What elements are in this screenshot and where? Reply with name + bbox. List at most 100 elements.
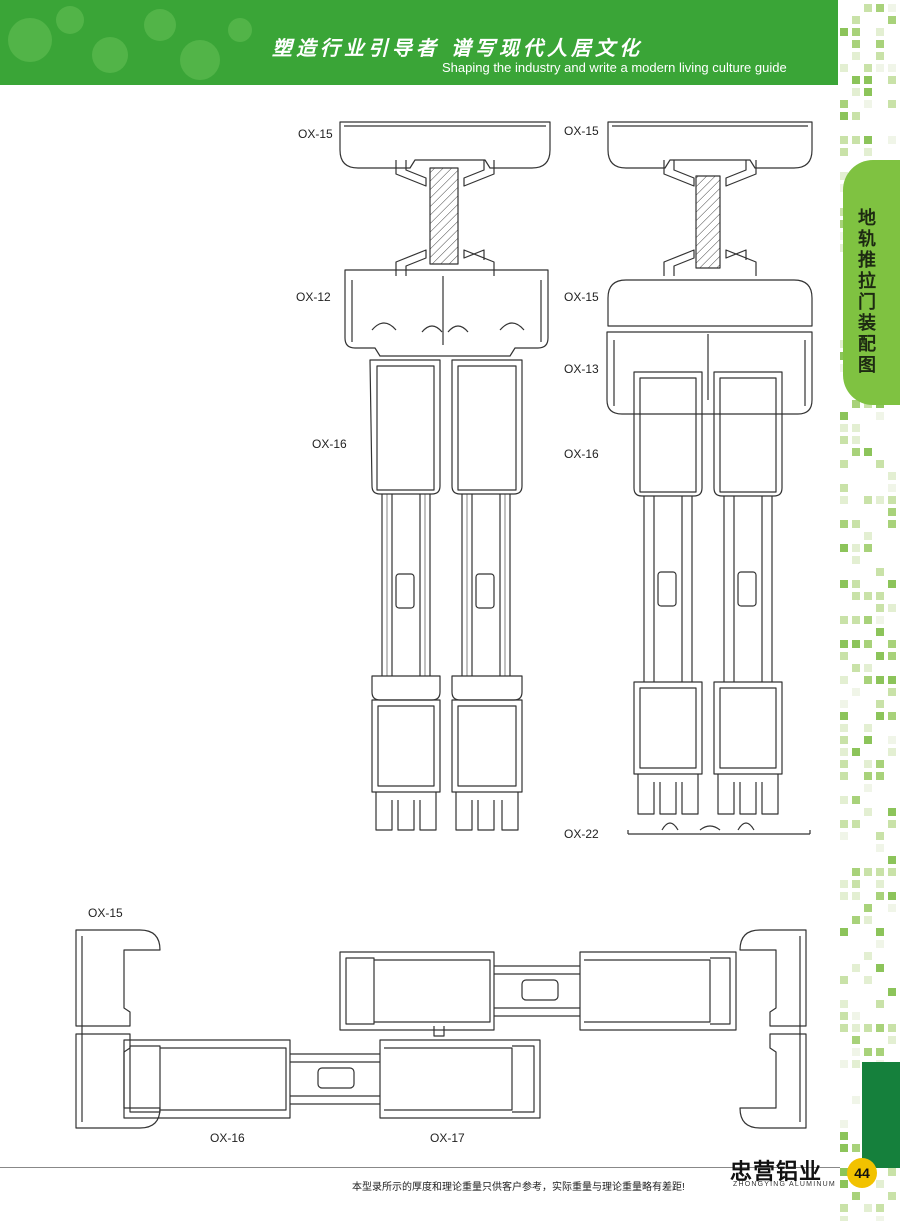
mosaic-cell <box>852 1096 860 1104</box>
mosaic-cell <box>852 424 860 432</box>
mosaic-cell <box>840 1024 848 1032</box>
mosaic-cell <box>852 520 860 528</box>
mosaic-cell <box>864 916 872 924</box>
mosaic-cell <box>888 4 896 12</box>
mosaic-cell <box>888 676 896 684</box>
mosaic-cell <box>888 892 896 900</box>
profile-label: OX-15 <box>564 290 599 304</box>
profile-label: OX-22 <box>564 827 599 841</box>
mosaic-cell <box>876 64 884 72</box>
mosaic-cell <box>876 496 884 504</box>
mosaic-cell <box>864 808 872 816</box>
mosaic-cell <box>840 100 848 108</box>
mosaic-cell <box>888 820 896 828</box>
mosaic-cell <box>840 1000 848 1008</box>
mosaic-cell <box>852 916 860 924</box>
mosaic-cell <box>864 592 872 600</box>
mosaic-cell <box>888 904 896 912</box>
mosaic-cell <box>888 868 896 876</box>
disclaimer-text: 本型录所示的厚度和理论重量只供客户参考，实际重量与理论重量略有差距! <box>352 1182 685 1193</box>
mosaic-cell <box>852 820 860 828</box>
mosaic-cell <box>876 592 884 600</box>
mosaic-cell <box>852 76 860 84</box>
mosaic-cell <box>852 580 860 588</box>
mosaic-cell <box>876 460 884 468</box>
mosaic-cell <box>840 1144 848 1152</box>
mosaic-cell <box>864 724 872 732</box>
mosaic-cell <box>840 652 848 660</box>
mosaic-cell <box>864 532 872 540</box>
mosaic-cell <box>888 496 896 504</box>
mosaic-cell <box>888 712 896 720</box>
mosaic-cell <box>876 52 884 60</box>
mosaic-cell <box>840 580 848 588</box>
mosaic-cell <box>852 1024 860 1032</box>
mosaic-cell <box>876 928 884 936</box>
mosaic-cell <box>852 436 860 444</box>
mosaic-cell <box>840 892 848 900</box>
mosaic-cell <box>840 1012 848 1020</box>
mosaic-cell <box>840 820 848 828</box>
mosaic-cell <box>888 688 896 696</box>
mosaic-cell <box>876 568 884 576</box>
mosaic-cell <box>852 544 860 552</box>
mosaic-cell <box>852 28 860 36</box>
mosaic-cell <box>852 112 860 120</box>
slogan-chinese: 塑造行业引导者 谱写现代人居文化 <box>272 36 643 60</box>
mosaic-cell <box>864 736 872 744</box>
mosaic-cell <box>876 4 884 12</box>
header-band: 塑造行业引导者 谱写现代人居文化 Shaping the industry an… <box>0 0 838 85</box>
mosaic-cell <box>852 400 860 408</box>
mosaic-cell <box>852 1060 860 1068</box>
mosaic-cell <box>852 748 860 756</box>
mosaic-cell <box>852 616 860 624</box>
mosaic-cell <box>840 1120 848 1128</box>
mosaic-cell <box>864 448 872 456</box>
mosaic-cell <box>852 136 860 144</box>
mosaic-cell <box>840 676 848 684</box>
mosaic-cell <box>888 64 896 72</box>
mosaic-cell <box>876 1216 884 1221</box>
mosaic-cell <box>876 40 884 48</box>
side-color-block <box>862 1062 900 1168</box>
mosaic-cell <box>840 544 848 552</box>
mosaic-cell <box>852 1036 860 1044</box>
mosaic-cell <box>840 496 848 504</box>
mosaic-cell <box>852 664 860 672</box>
mosaic-cell <box>840 640 848 648</box>
mosaic-cell <box>888 748 896 756</box>
mosaic-cell <box>840 736 848 744</box>
side-tab-title: 地轨推拉门装配图 <box>858 208 876 375</box>
mosaic-cell <box>888 1168 896 1176</box>
profile-label: OX-15 <box>298 127 333 141</box>
mosaic-cell <box>840 484 848 492</box>
footer-rule <box>0 1167 840 1168</box>
mosaic-cell <box>864 148 872 156</box>
mosaic-cell <box>840 880 848 888</box>
slogan-english: Shaping the industry and write a modern … <box>442 60 787 75</box>
profile-label: OX-17 <box>430 1131 465 1145</box>
mosaic-cell <box>888 100 896 108</box>
mosaic-cell <box>840 712 848 720</box>
left-vertical-assembly <box>339 121 551 831</box>
mosaic-cell <box>840 436 848 444</box>
mosaic-cell <box>876 964 884 972</box>
mosaic-cell <box>852 556 860 564</box>
mosaic-cell <box>876 712 884 720</box>
mosaic-cell <box>876 604 884 612</box>
mosaic-cell <box>888 652 896 660</box>
mosaic-cell <box>840 1216 848 1221</box>
mosaic-cell <box>840 748 848 756</box>
mosaic-cell <box>876 868 884 876</box>
mosaic-cell <box>840 1180 848 1188</box>
mosaic-cell <box>888 508 896 516</box>
mosaic-cell <box>888 988 896 996</box>
mosaic-cell <box>852 796 860 804</box>
profile-label: OX-15 <box>564 124 599 138</box>
horizontal-assembly <box>75 929 807 1129</box>
mosaic-cell <box>888 604 896 612</box>
mosaic-cell <box>876 844 884 852</box>
mosaic-cell <box>852 52 860 60</box>
mosaic-cell <box>888 136 896 144</box>
